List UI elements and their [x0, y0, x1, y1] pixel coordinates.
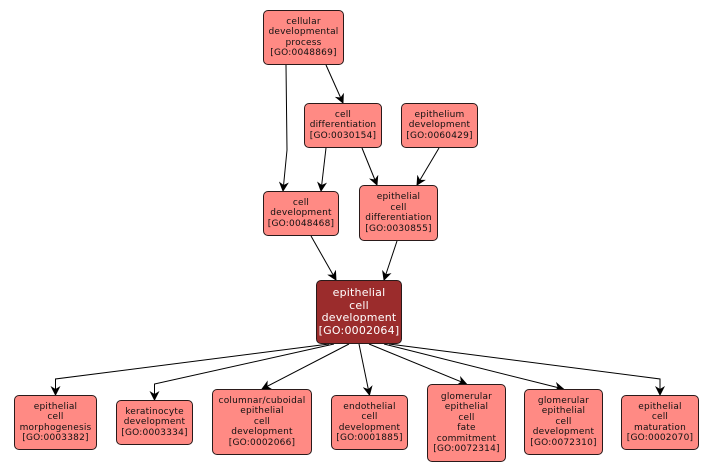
node-label-line: epithelium — [414, 109, 465, 120]
node-label-line: cell — [651, 412, 669, 422]
node-label-line: cell — [555, 416, 572, 427]
node-label-line: [GO:0001885] — [336, 433, 403, 443]
node-label-line: [GO:0002070] — [626, 433, 694, 443]
node-label-line: cell — [349, 298, 369, 312]
node-label-line: glomerular — [440, 391, 493, 402]
node-label-line: [GO:0048468] — [267, 218, 335, 229]
edge-n0002064-to-n0001885 — [358, 343, 373, 396]
node-label-line: development — [123, 417, 186, 428]
edge-n0048869-to-n0030154 — [325, 64, 344, 104]
node-label-line: development — [408, 120, 471, 131]
node-label-line: developmental — [268, 27, 339, 37]
node-label-line: differentiation — [365, 213, 432, 223]
node-label-line: [GO:0030154] — [309, 130, 377, 141]
node-label-line: epithelial — [541, 406, 586, 417]
edge-n0048869-to-n0048468 — [278, 64, 289, 192]
node-label-line: development — [231, 427, 293, 438]
edge-n0030855-to-n0002064 — [382, 240, 398, 281]
node-label-line: epithelial — [240, 406, 284, 417]
edge-n0048468-to-n0002064 — [310, 235, 337, 281]
edge-n0002064-to-n0003334 — [149, 343, 335, 401]
node-label-line: cell — [292, 197, 310, 208]
node-label-line: [GO:0002066] — [228, 437, 296, 448]
node-label-line: epithelial — [444, 402, 489, 412]
node-label-line: [GO:0072310] — [530, 437, 597, 448]
edge-n0030154-to-n0030855 — [361, 147, 379, 186]
node-label-line: epithelial — [33, 401, 78, 412]
node-label-line: commitment — [436, 433, 497, 444]
node-label-line: fate — [457, 423, 476, 433]
node-label-line: cell — [361, 412, 378, 422]
node-label-line: [GO:0003334] — [121, 427, 188, 438]
node-label-line: differentiation — [309, 120, 377, 131]
node-label-line: cellular — [286, 16, 321, 27]
node-label-line: epithelial — [376, 192, 421, 202]
node-label-line: [GO:0060429] — [406, 130, 473, 141]
node-label-line: [GO:0002064] — [318, 323, 400, 337]
edge-n0002064-to-n0002066 — [261, 343, 350, 390]
node-label-line: glomerular — [537, 395, 590, 406]
node-label-line: [GO:0030855] — [365, 223, 432, 234]
node-label-line: development — [321, 311, 397, 324]
node-label-line: morphogenesis — [19, 422, 92, 433]
node-label-line: [GO:0048869] — [270, 48, 337, 58]
edge-n0002064-to-n0002070 — [388, 343, 665, 396]
node-label-line: maturation — [634, 422, 686, 433]
edge-n0002064-to-n0072310 — [383, 343, 565, 392]
node-label-line: epithelial — [638, 401, 682, 412]
edge-n0030154-to-n0048468 — [317, 147, 328, 192]
node-label-line: development — [270, 208, 332, 219]
node-label-line: [GO:0072314] — [433, 444, 500, 454]
node-label-line: endothelial — [343, 401, 396, 412]
edge-n0002064-to-n0072314 — [368, 343, 468, 386]
node-label-line: cell — [47, 412, 64, 422]
node-label-line: columnar/cuboidal — [218, 395, 306, 406]
node-label-line: keratinocyte — [125, 406, 184, 417]
node-label-line: epithelial — [332, 286, 386, 299]
node-label-line: cell — [334, 109, 352, 120]
edge-n0002064-to-n0003382 — [50, 343, 330, 396]
node-label-line: development — [338, 422, 401, 433]
node-label-line: process — [285, 37, 322, 48]
node-label-line: cell — [253, 416, 271, 427]
node-label-line: [GO:0003382] — [22, 433, 89, 443]
node-label-line: cell — [390, 202, 407, 213]
node-label-line: cell — [458, 412, 475, 423]
node-label-line: development — [532, 427, 595, 438]
edge-n0060429-to-n0030855 — [416, 147, 440, 186]
